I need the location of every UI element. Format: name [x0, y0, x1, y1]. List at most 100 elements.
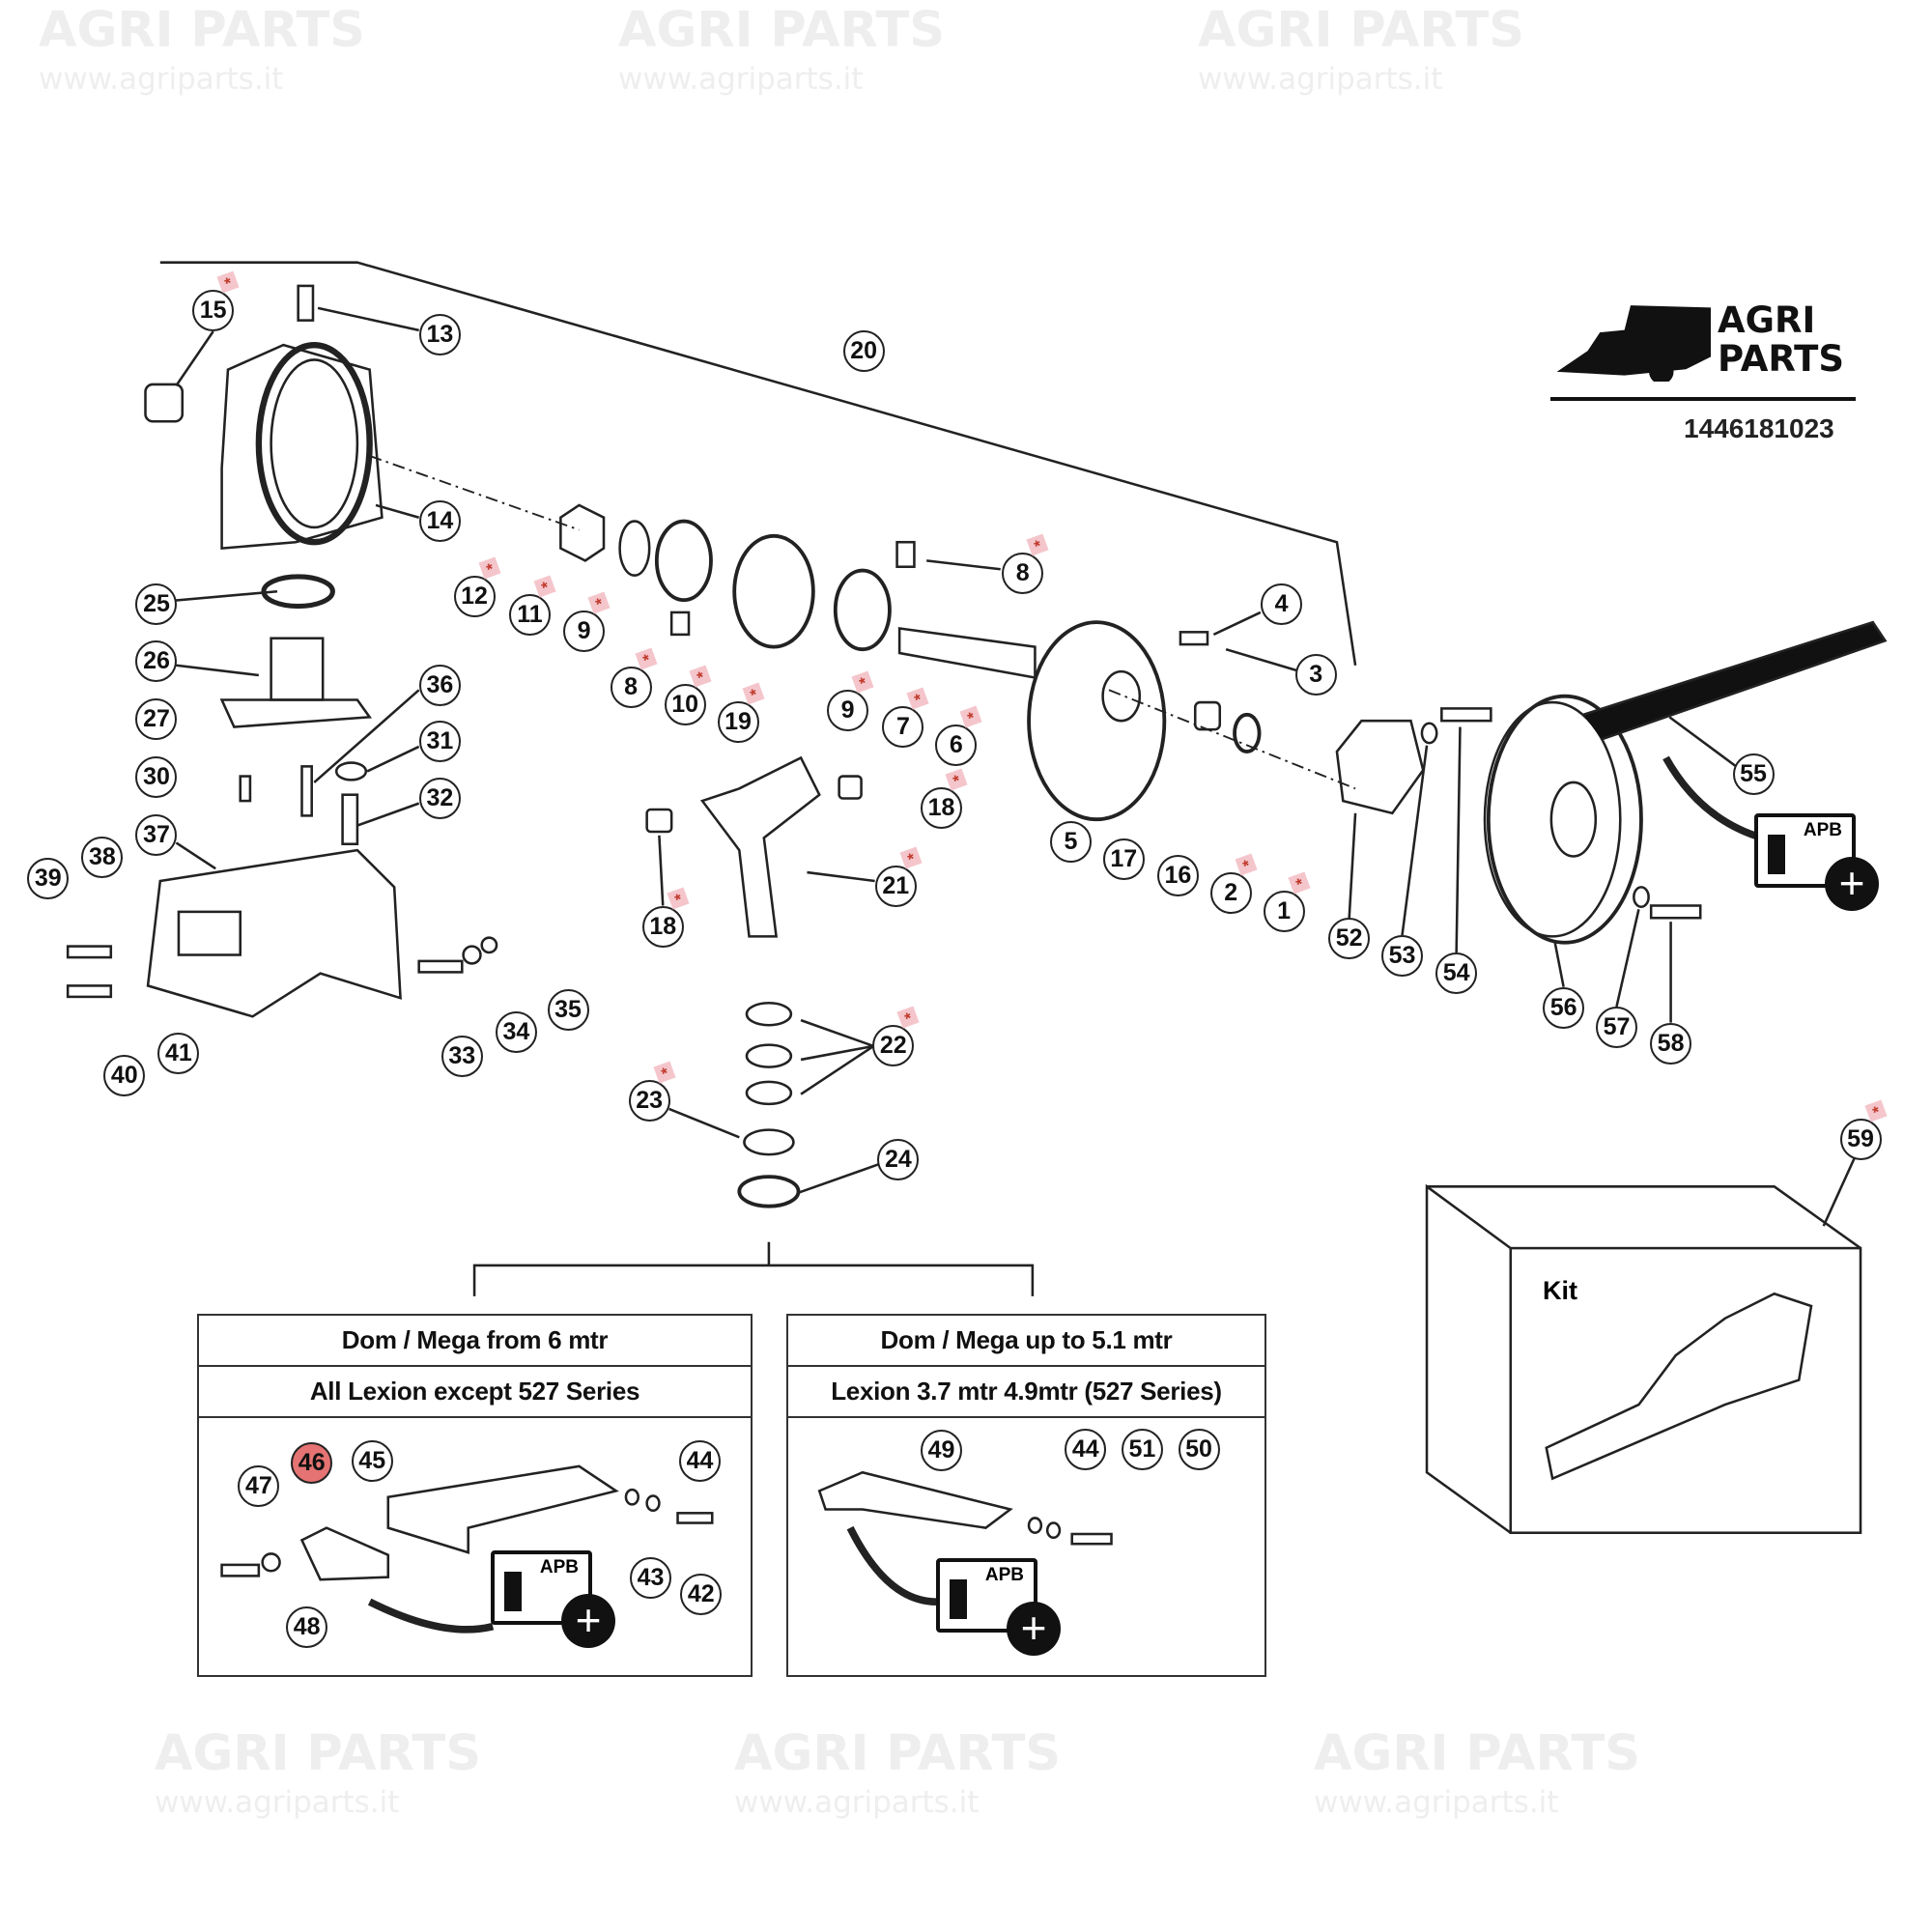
callout-number: 18 — [927, 794, 955, 822]
part-callout-9[interactable]: 9* — [563, 591, 611, 652]
callout-number: 56 — [1549, 993, 1577, 1021]
part-callout-9[interactable]: 9* — [827, 670, 874, 732]
callout-number: 58 — [1657, 1029, 1685, 1057]
part-callout-23[interactable]: 23* — [628, 1060, 676, 1122]
part-callout-8[interactable]: 8* — [1002, 533, 1049, 594]
callout-number: 17 — [1110, 844, 1138, 872]
callout-number: 13 — [426, 321, 454, 349]
apb-add-button[interactable]: APB+ — [491, 1550, 615, 1648]
part-callout-14[interactable]: 14 — [418, 500, 461, 543]
callout-number: 19 — [724, 707, 752, 735]
callout-number: 33 — [448, 1041, 476, 1069]
part-callout-5[interactable]: 5 — [1049, 820, 1092, 863]
part-callout-52[interactable]: 52 — [1328, 918, 1371, 960]
part-callout-43[interactable]: 43 — [629, 1557, 671, 1600]
variant-title: Dom / Mega from 6 mtr — [199, 1316, 751, 1367]
part-callout-36[interactable]: 36 — [418, 664, 461, 706]
callout-number: 57 — [1603, 1013, 1631, 1041]
callout-number: 22 — [879, 1032, 907, 1060]
part-callout-39[interactable]: 39 — [27, 857, 70, 899]
part-callout-46[interactable]: 46 — [291, 1441, 333, 1484]
part-callout-4[interactable]: 4 — [1261, 582, 1303, 625]
part-callout-58[interactable]: 58 — [1650, 1022, 1692, 1065]
part-callout-27[interactable]: 27 — [135, 698, 178, 741]
part-callout-40[interactable]: 40 — [103, 1055, 146, 1097]
part-callout-18[interactable]: 18* — [920, 768, 968, 830]
apb-add-button[interactable]: APB+ — [1754, 813, 1879, 911]
part-callout-18[interactable]: 18* — [641, 887, 690, 948]
part-callout-13[interactable]: 13 — [418, 314, 461, 356]
document-icon — [504, 1572, 522, 1611]
part-callout-24[interactable]: 24 — [877, 1138, 920, 1180]
part-callout-15[interactable]: 15* — [192, 270, 240, 331]
callout-number: 41 — [165, 1039, 192, 1067]
part-callout-50[interactable]: 50 — [1178, 1428, 1220, 1470]
part-callout-32[interactable]: 32 — [418, 778, 461, 820]
part-callout-22[interactable]: 22* — [872, 1006, 920, 1067]
part-callout-19[interactable]: 19* — [717, 682, 765, 743]
part-callout-41[interactable]: 41 — [157, 1033, 200, 1075]
part-callout-53[interactable]: 53 — [1381, 935, 1424, 978]
part-callout-48[interactable]: 48 — [286, 1606, 328, 1649]
part-code: 1446181023 — [1684, 413, 1834, 443]
callout-number: 3 — [1309, 661, 1323, 689]
part-callout-47[interactable]: 47 — [238, 1464, 280, 1507]
part-callout-57[interactable]: 57 — [1595, 1007, 1637, 1049]
part-callout-59[interactable]: 59* — [1839, 1099, 1888, 1161]
part-callout-33[interactable]: 33 — [440, 1035, 483, 1077]
callout-number: 46 — [298, 1448, 326, 1476]
part-callout-16[interactable]: 16 — [1156, 855, 1199, 897]
part-callout-44[interactable]: 44 — [1065, 1428, 1107, 1470]
callout-number: 25 — [143, 589, 170, 617]
part-callout-17[interactable]: 17 — [1102, 838, 1145, 880]
part-callout-34[interactable]: 34 — [495, 1011, 537, 1054]
callout-number: 42 — [687, 1580, 715, 1607]
part-callout-10[interactable]: 10* — [664, 665, 712, 726]
apb-add-button[interactable]: APB+ — [936, 1558, 1061, 1656]
apb-label: APB — [984, 1565, 1024, 1585]
part-callout-11[interactable]: 11* — [508, 575, 556, 636]
callout-number: 10 — [671, 691, 699, 719]
part-callout-1[interactable]: 1* — [1263, 871, 1311, 933]
callout-number: 45 — [358, 1447, 386, 1475]
callout-number: 39 — [34, 864, 62, 892]
part-callout-12[interactable]: 12* — [453, 556, 501, 617]
callout-number: 44 — [1071, 1435, 1099, 1463]
callout-number: 49 — [927, 1435, 955, 1463]
part-callout-35[interactable]: 35 — [547, 989, 589, 1032]
callout-number: 15 — [199, 296, 227, 324]
part-callout-26[interactable]: 26 — [135, 640, 178, 683]
part-callout-2[interactable]: 2* — [1209, 853, 1258, 915]
part-callout-25[interactable]: 25 — [135, 582, 178, 625]
part-callout-44[interactable]: 44 — [678, 1440, 721, 1483]
part-callout-37[interactable]: 37 — [135, 814, 178, 857]
part-callout-49[interactable]: 49 — [920, 1429, 962, 1471]
part-callout-7[interactable]: 7* — [882, 687, 929, 749]
part-callout-54[interactable]: 54 — [1435, 952, 1478, 995]
part-callout-38[interactable]: 38 — [81, 837, 124, 879]
part-callout-21[interactable]: 21* — [874, 846, 923, 907]
part-callout-51[interactable]: 51 — [1121, 1428, 1163, 1470]
callout-number: 6 — [949, 731, 963, 759]
part-callout-3[interactable]: 3 — [1294, 654, 1337, 696]
callout-number: 16 — [1164, 862, 1192, 890]
document-icon — [950, 1579, 967, 1619]
part-callout-31[interactable]: 31 — [418, 721, 461, 763]
callout-number: 37 — [143, 821, 170, 849]
variant-box-from-6-mtr: Dom / Mega from 6 mtr All Lexion except … — [197, 1314, 753, 1677]
part-callout-20[interactable]: 20 — [842, 330, 885, 373]
callout-number: 11 — [517, 600, 543, 628]
part-callout-45[interactable]: 45 — [351, 1440, 393, 1483]
part-callout-56[interactable]: 56 — [1543, 986, 1585, 1029]
variant-subtitle: All Lexion except 527 Series — [199, 1367, 751, 1418]
apb-label: APB — [1803, 820, 1842, 840]
variant-subtitle: Lexion 3.7 mtr 4.9mtr (527 Series) — [788, 1367, 1264, 1418]
callout-number: 27 — [143, 705, 170, 733]
part-callout-42[interactable]: 42 — [680, 1574, 723, 1615]
callout-number: 14 — [426, 507, 454, 535]
part-callout-55[interactable]: 55 — [1732, 753, 1775, 795]
part-callout-30[interactable]: 30 — [135, 756, 178, 799]
part-callout-8[interactable]: 8* — [610, 647, 658, 709]
part-callout-6[interactable]: 6* — [935, 705, 982, 767]
